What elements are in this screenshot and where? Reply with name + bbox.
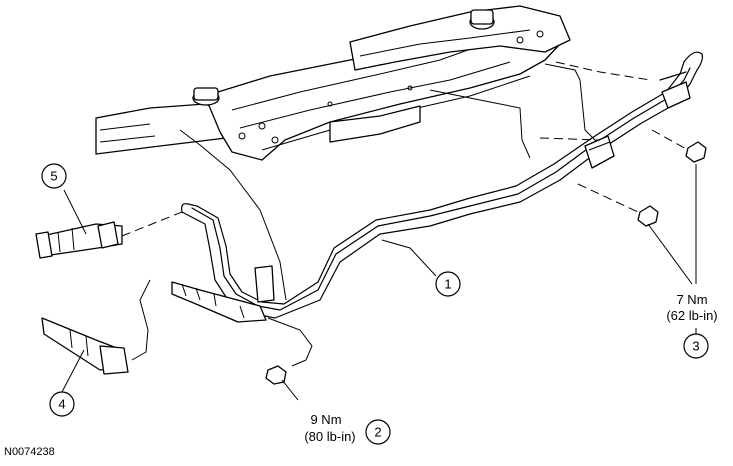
alignment-dashes <box>121 61 689 237</box>
stabilizer-link <box>131 279 313 367</box>
vehicle-frame <box>95 5 571 161</box>
callout-2-number: 2 <box>374 425 381 440</box>
link-end-4 <box>41 317 129 375</box>
callout-1-number: 1 <box>444 277 451 292</box>
torque-3-lbin: (62 lb-in) <box>666 308 717 323</box>
callout-3-number: 3 <box>692 339 699 354</box>
torque-2-nm: 9 Nm <box>310 412 341 427</box>
bushing-assembly-5 <box>35 221 123 259</box>
callout-4-number: 4 <box>58 397 65 412</box>
callout-2: 2 <box>365 419 391 445</box>
callout-1: 1 <box>435 271 461 297</box>
nuts <box>265 141 707 385</box>
callout-leaders <box>61 164 697 401</box>
callout-5: 5 <box>41 163 67 189</box>
torque-3-nm: 7 Nm <box>676 292 707 307</box>
torque-spec-3: 7 Nm (62 lb-in) <box>666 292 717 323</box>
figure-id: N0074238 <box>4 446 55 458</box>
stabilizer-bar <box>181 51 704 319</box>
bar-bushings <box>254 81 691 303</box>
torque-2-lbin: (80 lb-in) <box>304 429 355 444</box>
callout-4: 4 <box>49 391 75 417</box>
hidden-reference-lines <box>179 63 601 301</box>
torque-spec-2: 9 Nm (80 lb-in) <box>304 412 355 444</box>
callout-5-number: 5 <box>50 169 57 184</box>
callout-3: 3 <box>683 333 709 359</box>
